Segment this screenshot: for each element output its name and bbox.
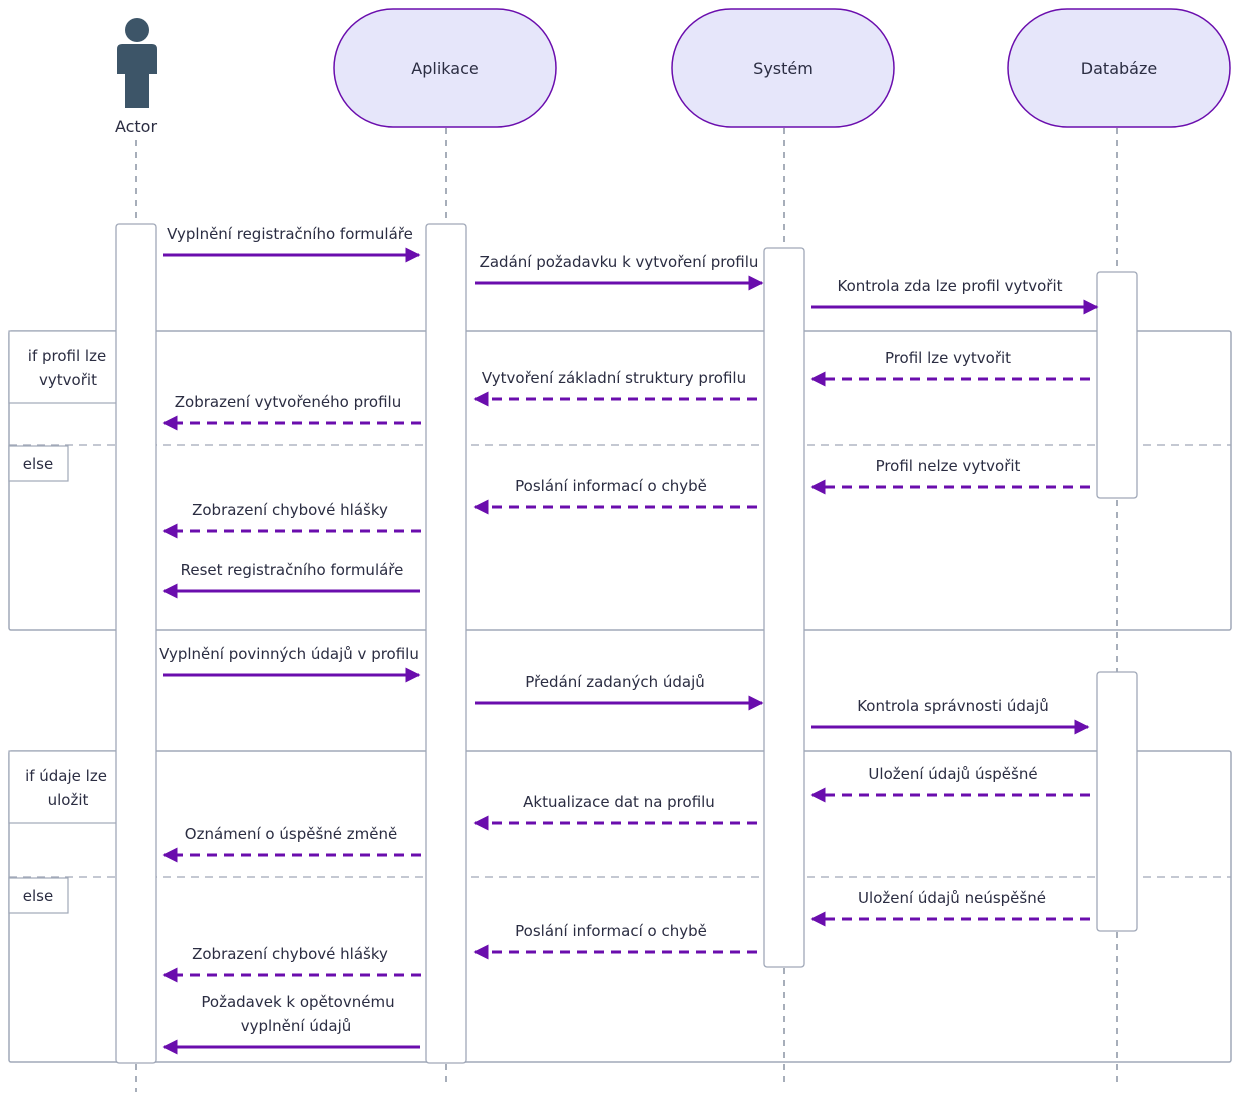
participant-system: Systém: [671, 8, 895, 128]
message-label: Zobrazení chybové hlášky: [192, 501, 388, 519]
activation-db-1: [1096, 271, 1138, 499]
message-label: Aktualizace dat na profilu: [523, 793, 715, 811]
actor-label: Actor: [115, 117, 158, 136]
message-label: Reset registračního formuláře: [181, 561, 404, 579]
message-label: Uložení údajů neúspěšné: [858, 889, 1046, 907]
participant-box: [333, 8, 557, 128]
activations: [115, 223, 1138, 1064]
participant-label: Databáze: [1081, 59, 1157, 78]
message-label: Předání zadaných údajů: [525, 673, 705, 691]
message-label-line-1: Požadavek k opětovnému: [201, 993, 394, 1011]
actor-body: [117, 44, 157, 108]
participant-db: Databáze: [1007, 8, 1231, 128]
participant-app: Aplikace: [333, 8, 557, 128]
participant-actor: Actor: [115, 18, 158, 136]
message-label: Kontrola zda lze profil vytvořit: [837, 277, 1062, 295]
guard-label-2: uložit: [48, 791, 89, 809]
participant-box: [671, 8, 895, 128]
participant-label: Aplikace: [411, 59, 478, 78]
fragment-data: if údaje lze uložit else: [8, 750, 1232, 1063]
message-label: Vyplnění registračního formuláře: [167, 225, 413, 243]
message-label: Poslání informací o chybě: [515, 477, 707, 495]
participant-label: Systém: [753, 59, 813, 78]
message-label: Zadání požadavku k vytvoření profilu: [480, 253, 759, 271]
guard-label-1: if profil lze: [28, 347, 106, 365]
guard-box: [8, 750, 118, 824]
guard-box: [8, 330, 118, 404]
message-label: Vyplnění povinných údajů v profilu: [159, 645, 419, 663]
activation-system: [763, 247, 805, 968]
message-label-line-2: vyplnění údajů: [241, 1017, 352, 1035]
participant-box: [1007, 8, 1231, 128]
message-label: Uložení údajů úspěšné: [868, 765, 1037, 783]
guard-label-1: if údaje lze: [25, 767, 107, 785]
actor-head: [125, 18, 149, 42]
message-label: Oznámení o úspěšné změně: [185, 825, 397, 843]
else-box: [8, 445, 69, 482]
else-box: [8, 877, 69, 914]
activation-app: [425, 223, 467, 1064]
message-label: Poslání informací o chybě: [515, 922, 707, 940]
message-label: Kontrola správnosti údajů: [857, 697, 1049, 715]
message-label: Zobrazení chybové hlášky: [192, 945, 388, 963]
activation-actor: [115, 223, 157, 1064]
else-label: else: [23, 455, 53, 473]
guard-label-2: vytvořit: [39, 371, 97, 389]
else-label: else: [23, 887, 53, 905]
message-labels: Vyplnění registračního formuláře Zadání …: [159, 225, 1062, 1035]
fragment-profile: if profil lze vytvořit else: [8, 330, 1232, 631]
message-label: Profil nelze vytvořit: [876, 457, 1021, 475]
message-label: Zobrazení vytvořeného profilu: [175, 393, 401, 411]
message-label: Profil lze vytvořit: [885, 349, 1011, 367]
messages: [162, 247, 1099, 1055]
message-label: Vytvoření základní struktury profilu: [482, 369, 746, 387]
activation-db-2: [1096, 671, 1138, 932]
